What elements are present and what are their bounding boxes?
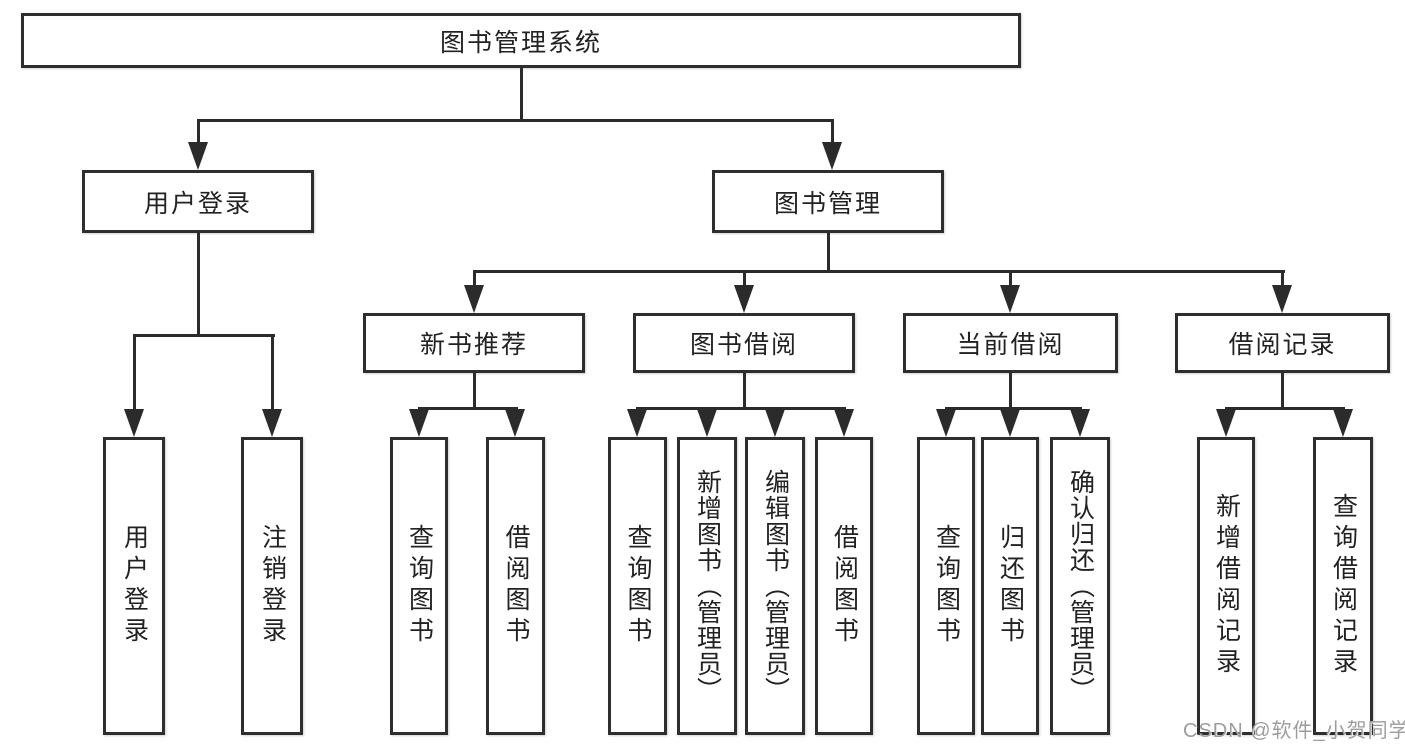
arrowhead-down — [124, 409, 144, 437]
node-new-book-recommend: 新书推荐 — [363, 313, 585, 373]
node-label: 图书管理系统 — [439, 28, 602, 57]
node-label: 当前借阅 — [956, 331, 1065, 359]
connector-line — [1225, 407, 1345, 410]
node-label: 用户登录 — [143, 189, 252, 218]
connector-line — [197, 119, 834, 122]
arrowhead-down — [1272, 285, 1292, 313]
connector-line — [743, 373, 746, 410]
arrowhead-down — [188, 142, 208, 170]
arrowhead-down — [1000, 409, 1020, 437]
arrowhead-down — [1216, 409, 1236, 437]
node-label: 借阅记录 — [1228, 331, 1337, 359]
node-label: 图书借阅 — [689, 331, 798, 359]
leaf-nb-query-books: 查询图书 — [390, 437, 448, 735]
leaf-bb-query-books: 查询图书 — [608, 437, 667, 735]
leaf-label: 借阅图书 — [830, 524, 859, 648]
leaf-label: 确认归还（管理员） — [1066, 469, 1095, 703]
connector-line — [473, 270, 476, 292]
connector-line — [636, 407, 846, 410]
node-book-borrowing: 图书借阅 — [633, 313, 855, 373]
arrowhead-down — [697, 409, 717, 437]
connector-line — [473, 373, 476, 410]
connector-line — [827, 233, 830, 273]
leaf-logout: 注销登录 — [241, 437, 303, 735]
leaf-label: 查询图书 — [405, 524, 434, 648]
node-borrowing-records: 借阅记录 — [1175, 313, 1390, 373]
leaf-cb-confirm-return-admin: 确认归还（管理员） — [1050, 437, 1110, 735]
arrowhead-down — [1070, 409, 1090, 437]
leaf-label: 查询图书 — [624, 524, 652, 648]
arrowhead-down — [627, 409, 647, 437]
leaf-user-login: 用户登录 — [103, 437, 165, 735]
connector-line — [197, 233, 200, 337]
leaf-label: 编辑图书（管理员） — [761, 469, 790, 703]
node-label: 新书推荐 — [419, 331, 528, 359]
leaf-label: 新增借阅记录 — [1212, 493, 1241, 679]
leaf-label: 注销登录 — [258, 524, 287, 648]
arrowhead-down — [936, 409, 956, 437]
node-user-login: 用户登录 — [82, 170, 314, 233]
connector-line — [1281, 373, 1284, 410]
leaf-bb-edit-book-admin: 编辑图书（管理员） — [745, 437, 805, 735]
connector-line — [945, 407, 1082, 410]
arrowhead-down — [1333, 409, 1353, 437]
connector-line — [743, 270, 746, 292]
leaf-label: 用户登录 — [120, 524, 149, 648]
leaf-br-add-borrow-record: 新增借阅记录 — [1197, 437, 1255, 735]
connector-line — [1009, 373, 1012, 410]
node-current-borrowing: 当前借阅 — [903, 313, 1118, 373]
connector-line — [1009, 270, 1012, 292]
connector-line — [520, 68, 523, 121]
connector-line — [831, 119, 834, 149]
leaf-label: 归还图书 — [996, 524, 1025, 648]
connector-line — [197, 119, 200, 149]
connector-line — [1281, 270, 1284, 292]
connector-line — [418, 407, 518, 410]
arrowhead-down — [822, 142, 842, 170]
connector-line — [271, 334, 274, 414]
arrowhead-down — [409, 409, 429, 437]
node-label: 图书管理 — [773, 189, 882, 218]
arrowhead-down — [262, 409, 282, 437]
leaf-label: 查询借阅记录 — [1329, 493, 1358, 679]
leaf-nb-borrow-books: 借阅图书 — [486, 437, 545, 735]
leaf-label: 查询图书 — [932, 524, 961, 648]
arrowhead-down — [734, 285, 754, 313]
node-library-management-system: 图书管理系统 — [21, 13, 1021, 68]
csdn-watermark: CSDN @软件_小贺同学 — [1183, 720, 1405, 742]
connector-line — [473, 270, 1285, 273]
leaf-br-query-borrow-record: 查询借阅记录 — [1313, 437, 1373, 735]
connector-line — [133, 334, 275, 337]
connector-line — [133, 334, 136, 414]
node-book-management: 图书管理 — [712, 170, 944, 233]
arrowhead-down — [1000, 285, 1020, 313]
leaf-cb-return-books: 归还图书 — [981, 437, 1039, 735]
leaf-bb-borrow-books: 借阅图书 — [815, 437, 873, 735]
arrowhead-down — [765, 409, 785, 437]
leaf-label: 借阅图书 — [502, 524, 530, 648]
leaf-cb-query-books: 查询图书 — [917, 437, 975, 735]
arrowhead-down — [464, 285, 484, 313]
leaf-label: 新增图书（管理员） — [693, 469, 722, 703]
leaf-bb-add-book-admin: 新增图书（管理员） — [677, 437, 737, 735]
arrowhead-down — [834, 409, 854, 437]
arrowhead-down — [505, 409, 525, 437]
